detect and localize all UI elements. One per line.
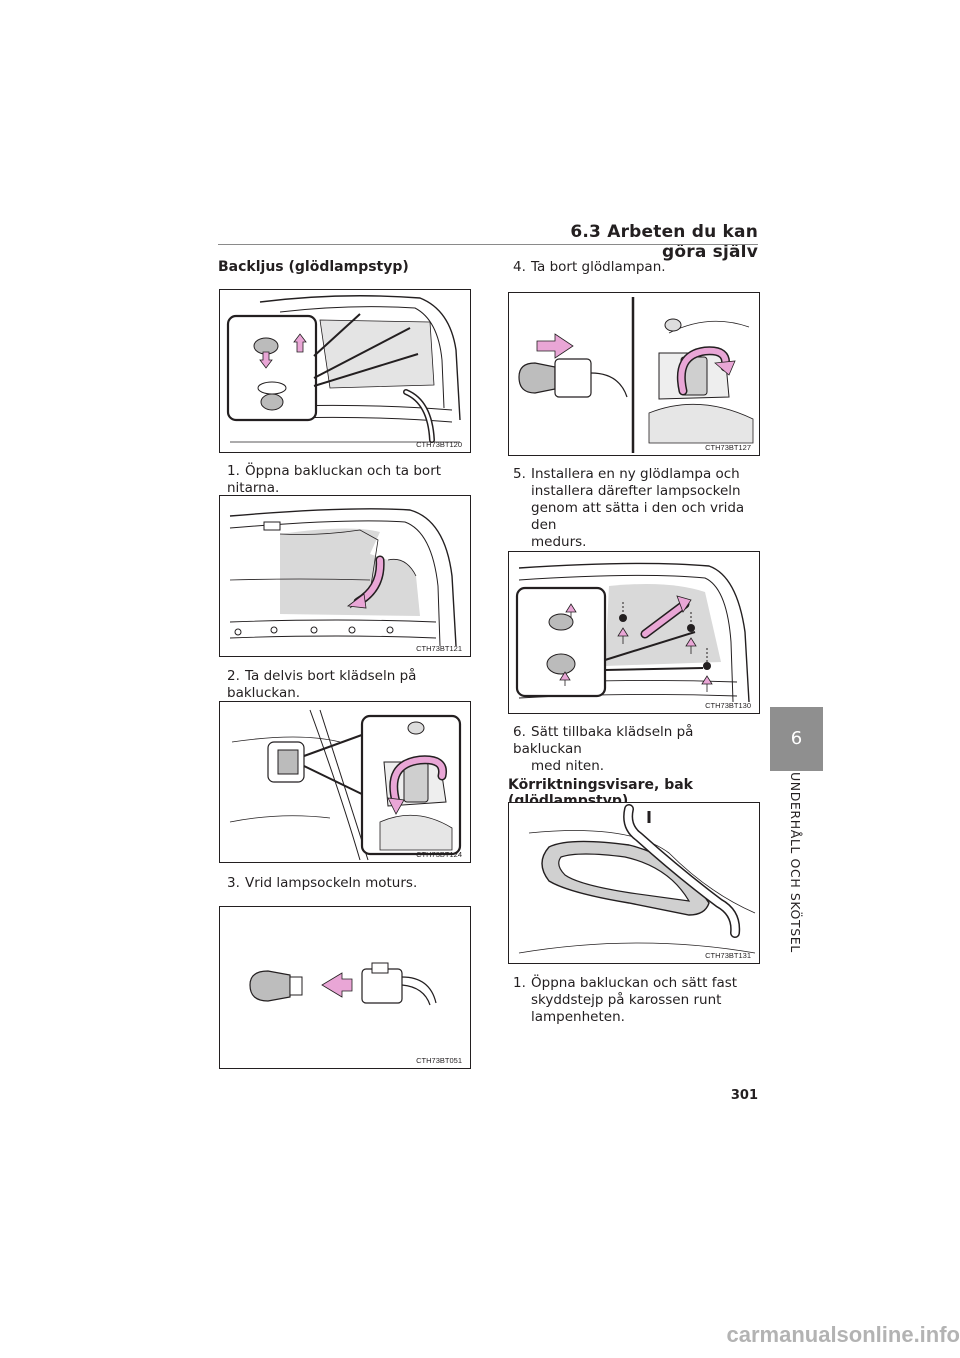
step-text-cont: skyddstejp på karossen runt — [531, 992, 722, 1008]
step-text: Öppna bakluckan och sätt fast — [531, 975, 738, 991]
step-text-cont: lampenheten. — [531, 1009, 625, 1025]
page-number: 301 — [730, 1088, 758, 1103]
step-5: 5. Installera en ny glödlampa och install… — [513, 466, 763, 551]
chapter-label-text: UNDERHÅLL OCH SKÖTSEL — [788, 772, 803, 953]
step-6: 6.Sätt tillbaka klädseln på bakluckan me… — [513, 724, 763, 775]
socket-turn-illustration — [229, 709, 462, 861]
step-text: Ta delvis bort klädseln på bakluckan. — [227, 668, 417, 701]
figure-code: CTH73BT121 — [416, 644, 462, 653]
figure-turn-socket: CTH73BT124 — [219, 701, 471, 863]
figure-code: CTH73BT124 — [416, 850, 462, 859]
step-text-cont: medurs. — [531, 534, 587, 550]
figure-remove-rivets: CTH73BT120 — [219, 289, 471, 453]
chapter-tab: 6 — [770, 707, 823, 771]
step-2: 2.Ta delvis bort klädseln på bakluckan. — [227, 668, 477, 702]
step-4: 4. Ta bort glödlampan. — [513, 259, 763, 276]
trunk-trim-illustration — [229, 508, 457, 647]
step-text-cont: installera därefter lampsockeln — [531, 483, 741, 499]
step-number: 2. — [227, 668, 240, 684]
bulb-pull-illustration — [518, 297, 754, 453]
figure-code: CTH73BT131 — [705, 951, 751, 960]
step-number: 4. — [513, 259, 526, 275]
chapter-label: UNDERHÅLL OCH SKÖTSEL — [787, 772, 807, 962]
protective-tape-illustration — [518, 804, 756, 954]
figure-code: CTH73BT130 — [705, 701, 751, 710]
trim-reinstall-illustration — [515, 562, 750, 703]
figure-code: CTH73BT120 — [416, 440, 462, 449]
figure-code: CTH73BT127 — [705, 443, 751, 452]
trunk-lid-rivets-illustration — [226, 295, 461, 443]
section-title: 6.3 Arbeten du kan göra själv — [570, 222, 758, 262]
figure-protective-tape: CTH73BT131 — [508, 802, 760, 964]
figure-remove-trim: CTH73BT121 — [219, 495, 471, 657]
step-number: 3. — [227, 875, 240, 891]
step-number: 5. — [513, 466, 526, 482]
figure-pull-bulb: CTH73BT127 — [508, 292, 760, 456]
step-text-cont: genom att sätta i den och vrida den — [531, 500, 745, 533]
step-1: 1.Öppna bakluckan och ta bort nitarna. — [227, 463, 477, 497]
step-text: Sätt tillbaka klädseln på bakluckan — [513, 724, 694, 757]
step-number: 1. — [227, 463, 240, 479]
step-1-turn-signal: 1. Öppna bakluckan och sätt fast skyddste… — [513, 975, 763, 1026]
watermark: carmanualsonline.info — [726, 1322, 960, 1347]
step-3: 3. Vrid lampsockeln moturs. — [227, 875, 477, 892]
step-text: Vrid lampsockeln moturs. — [245, 875, 418, 891]
bulb-removal-illustration — [249, 962, 437, 1006]
header-divider — [218, 244, 758, 245]
step-text: Ta bort glödlampan. — [531, 259, 666, 275]
figure-remove-bulb: CTH73BT051 — [219, 906, 471, 1069]
step-number: 1. — [513, 975, 526, 991]
step-text-cont: med niten. — [531, 758, 605, 774]
step-text: Installera en ny glödlampa och — [531, 466, 740, 482]
figure-reinstall-trim: CTH73BT130 — [508, 551, 760, 714]
figure-code: CTH73BT051 — [416, 1056, 462, 1065]
heading-backup-light: Backljus (glödlampstyp) — [218, 259, 409, 275]
step-text: Öppna bakluckan och ta bort nitarna. — [227, 463, 442, 496]
step-number: 6. — [513, 724, 526, 740]
